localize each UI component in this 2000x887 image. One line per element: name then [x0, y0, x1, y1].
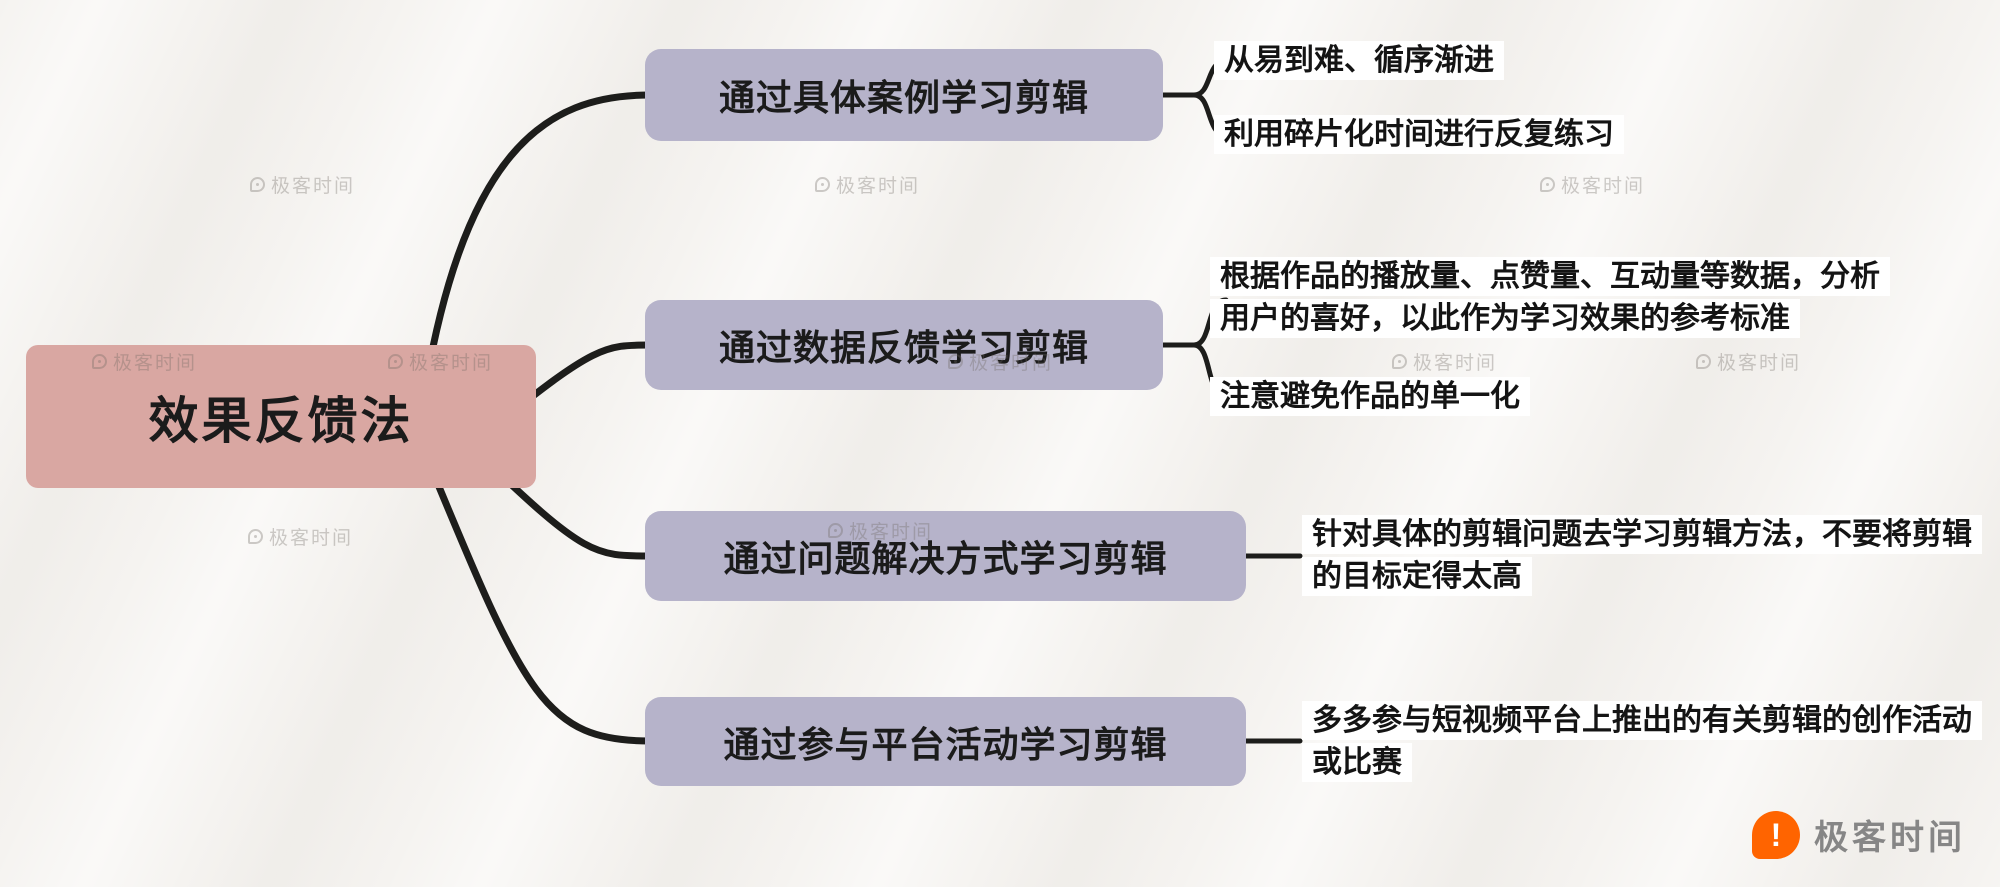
- leaf-note: 从易到难、循序渐进: [1214, 40, 1504, 82]
- brand-name: 极客时间: [1814, 819, 1966, 857]
- branch-node-4: 通过参与平台活动学习剪辑: [645, 697, 1246, 786]
- leaf-note: 多多参与短视频平台上推出的有关剪辑的创作活动或比赛: [1302, 700, 1992, 784]
- leaf-note: 根据作品的播放量、点赞量、互动量等数据，分析用户的喜好，以此作为学习效果的参考标…: [1210, 256, 1890, 340]
- branch-node-2-label: 通过数据反馈学习剪辑: [718, 327, 1089, 368]
- branch-node-3: 通过问题解决方式学习剪辑: [645, 511, 1246, 601]
- branch-node-1: 通过具体案例学习剪辑: [645, 49, 1163, 141]
- root-node: 效果反馈法: [26, 345, 536, 488]
- leaf-note-text: 针对具体的剪辑问题去学习剪辑方法，不要将剪辑的目标定得太高: [1302, 515, 1982, 596]
- branch-node-1-label: 通过具体案例学习剪辑: [718, 77, 1089, 118]
- leaf-note-text: 根据作品的播放量、点赞量、互动量等数据，分析用户的喜好，以此作为学习效果的参考标…: [1210, 257, 1890, 338]
- leaf-note-text: 多多参与短视频平台上推出的有关剪辑的创作活动或比赛: [1302, 701, 1982, 782]
- leaf-note-text: 利用碎片化时间进行反复练习: [1214, 115, 1624, 154]
- leaf-note: 注意避免作品的单一化: [1210, 376, 1530, 418]
- leaf-note-text: 注意避免作品的单一化: [1210, 377, 1530, 416]
- branch-node-3-label: 通过问题解决方式学习剪辑: [723, 538, 1168, 579]
- branch-node-4-label: 通过参与平台活动学习剪辑: [723, 723, 1168, 765]
- brand-logo-icon: !: [1752, 810, 1800, 859]
- branch-node-2: 通过数据反馈学习剪辑: [645, 300, 1163, 390]
- root-node-label: 效果反馈法: [148, 392, 414, 449]
- edge-root-to-branch-4: [426, 461, 654, 745]
- brand-logo: ! 极客时间: [1752, 810, 1966, 859]
- leaf-note: 利用碎片化时间进行反复练习: [1214, 114, 1624, 156]
- leaf-note-text: 从易到难、循序渐进: [1214, 41, 1504, 80]
- leaf-note: 针对具体的剪辑问题去学习剪辑方法，不要将剪辑的目标定得太高: [1302, 514, 1992, 598]
- edge-root-to-branch-1: [416, 91, 654, 424]
